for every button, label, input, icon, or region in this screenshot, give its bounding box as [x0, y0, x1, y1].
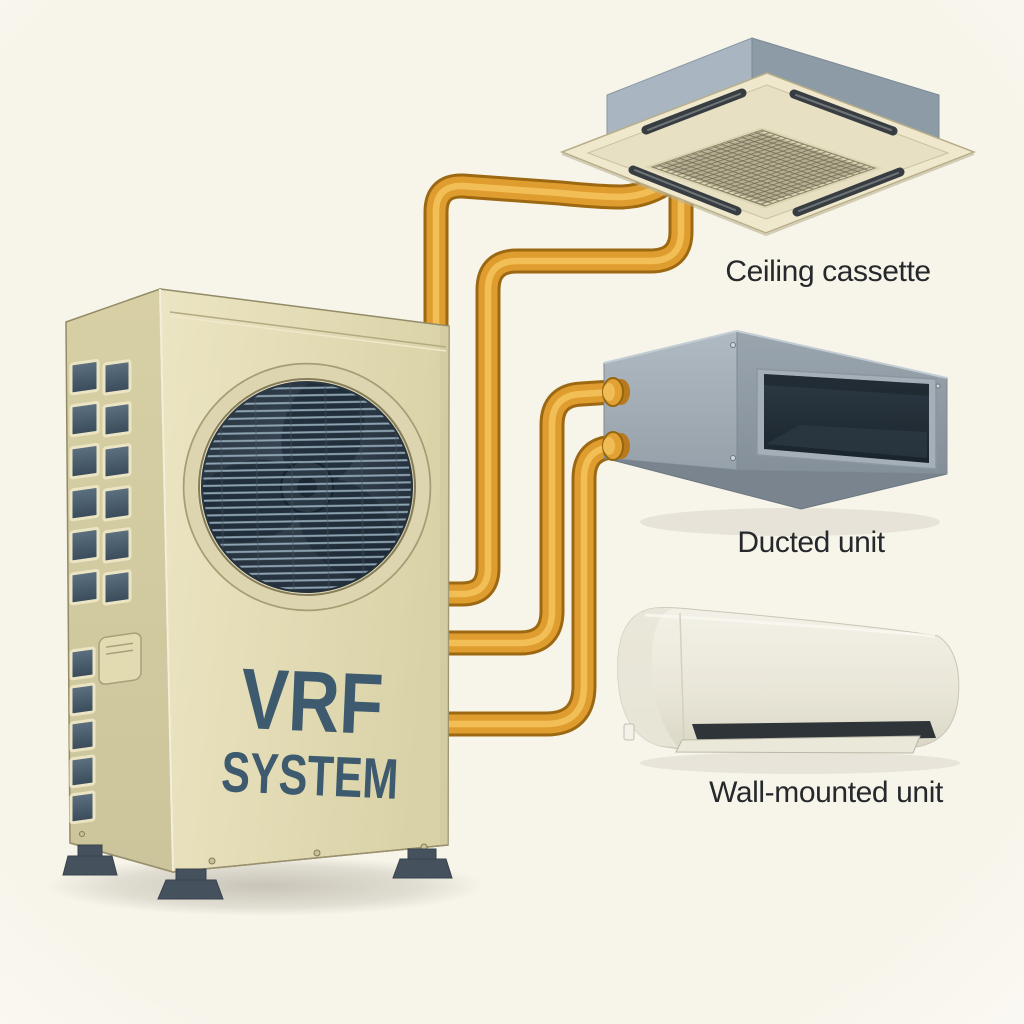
- vrf-system-diagram: VRF SYSTEM: [0, 0, 1024, 1024]
- diagram-canvas: VRF SYSTEM: [0, 0, 1024, 1024]
- vignette: [0, 0, 1024, 1024]
